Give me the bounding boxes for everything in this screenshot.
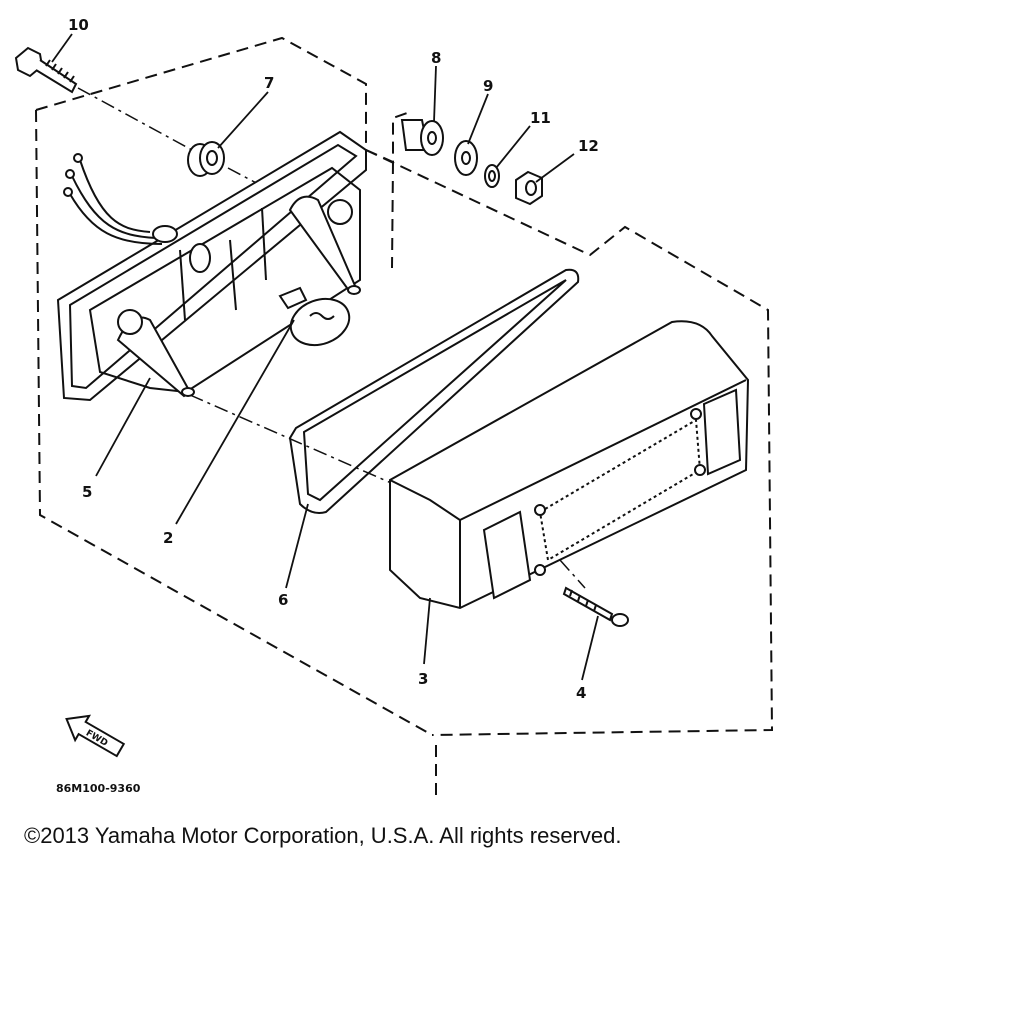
lock-washer-11-icon bbox=[484, 164, 500, 188]
callout-6: 6 bbox=[278, 591, 288, 609]
diagram-part-code: 86M100-9360 bbox=[56, 782, 141, 795]
fwd-arrow-icon: FWD bbox=[65, 714, 126, 758]
collar-8-icon bbox=[400, 119, 444, 156]
callout-2: 2 bbox=[163, 529, 173, 547]
washer-9-icon bbox=[454, 140, 478, 176]
taillight-base-5 bbox=[56, 130, 367, 402]
gasket-6 bbox=[288, 268, 580, 514]
callout-10: 10 bbox=[68, 16, 89, 34]
callout-11: 11 bbox=[530, 109, 551, 127]
screw-4-icon bbox=[562, 586, 629, 627]
callout-7: 7 bbox=[264, 74, 274, 92]
callout-4: 4 bbox=[576, 684, 586, 702]
callout-9: 9 bbox=[483, 77, 493, 95]
bulb-2-icon bbox=[278, 286, 351, 347]
callout-12: 12 bbox=[578, 137, 599, 155]
leader-lines bbox=[51, 33, 599, 681]
callout-5: 5 bbox=[82, 483, 92, 501]
lens-3 bbox=[389, 320, 750, 610]
bolt-10-icon bbox=[14, 46, 78, 94]
callout-8: 8 bbox=[431, 49, 441, 67]
copyright-notice: ©2013 Yamaha Motor Corporation, U.S.A. A… bbox=[24, 823, 622, 848]
callout-3: 3 bbox=[418, 670, 428, 688]
grommet-7-icon bbox=[187, 141, 225, 177]
nut-12-icon bbox=[515, 170, 543, 206]
